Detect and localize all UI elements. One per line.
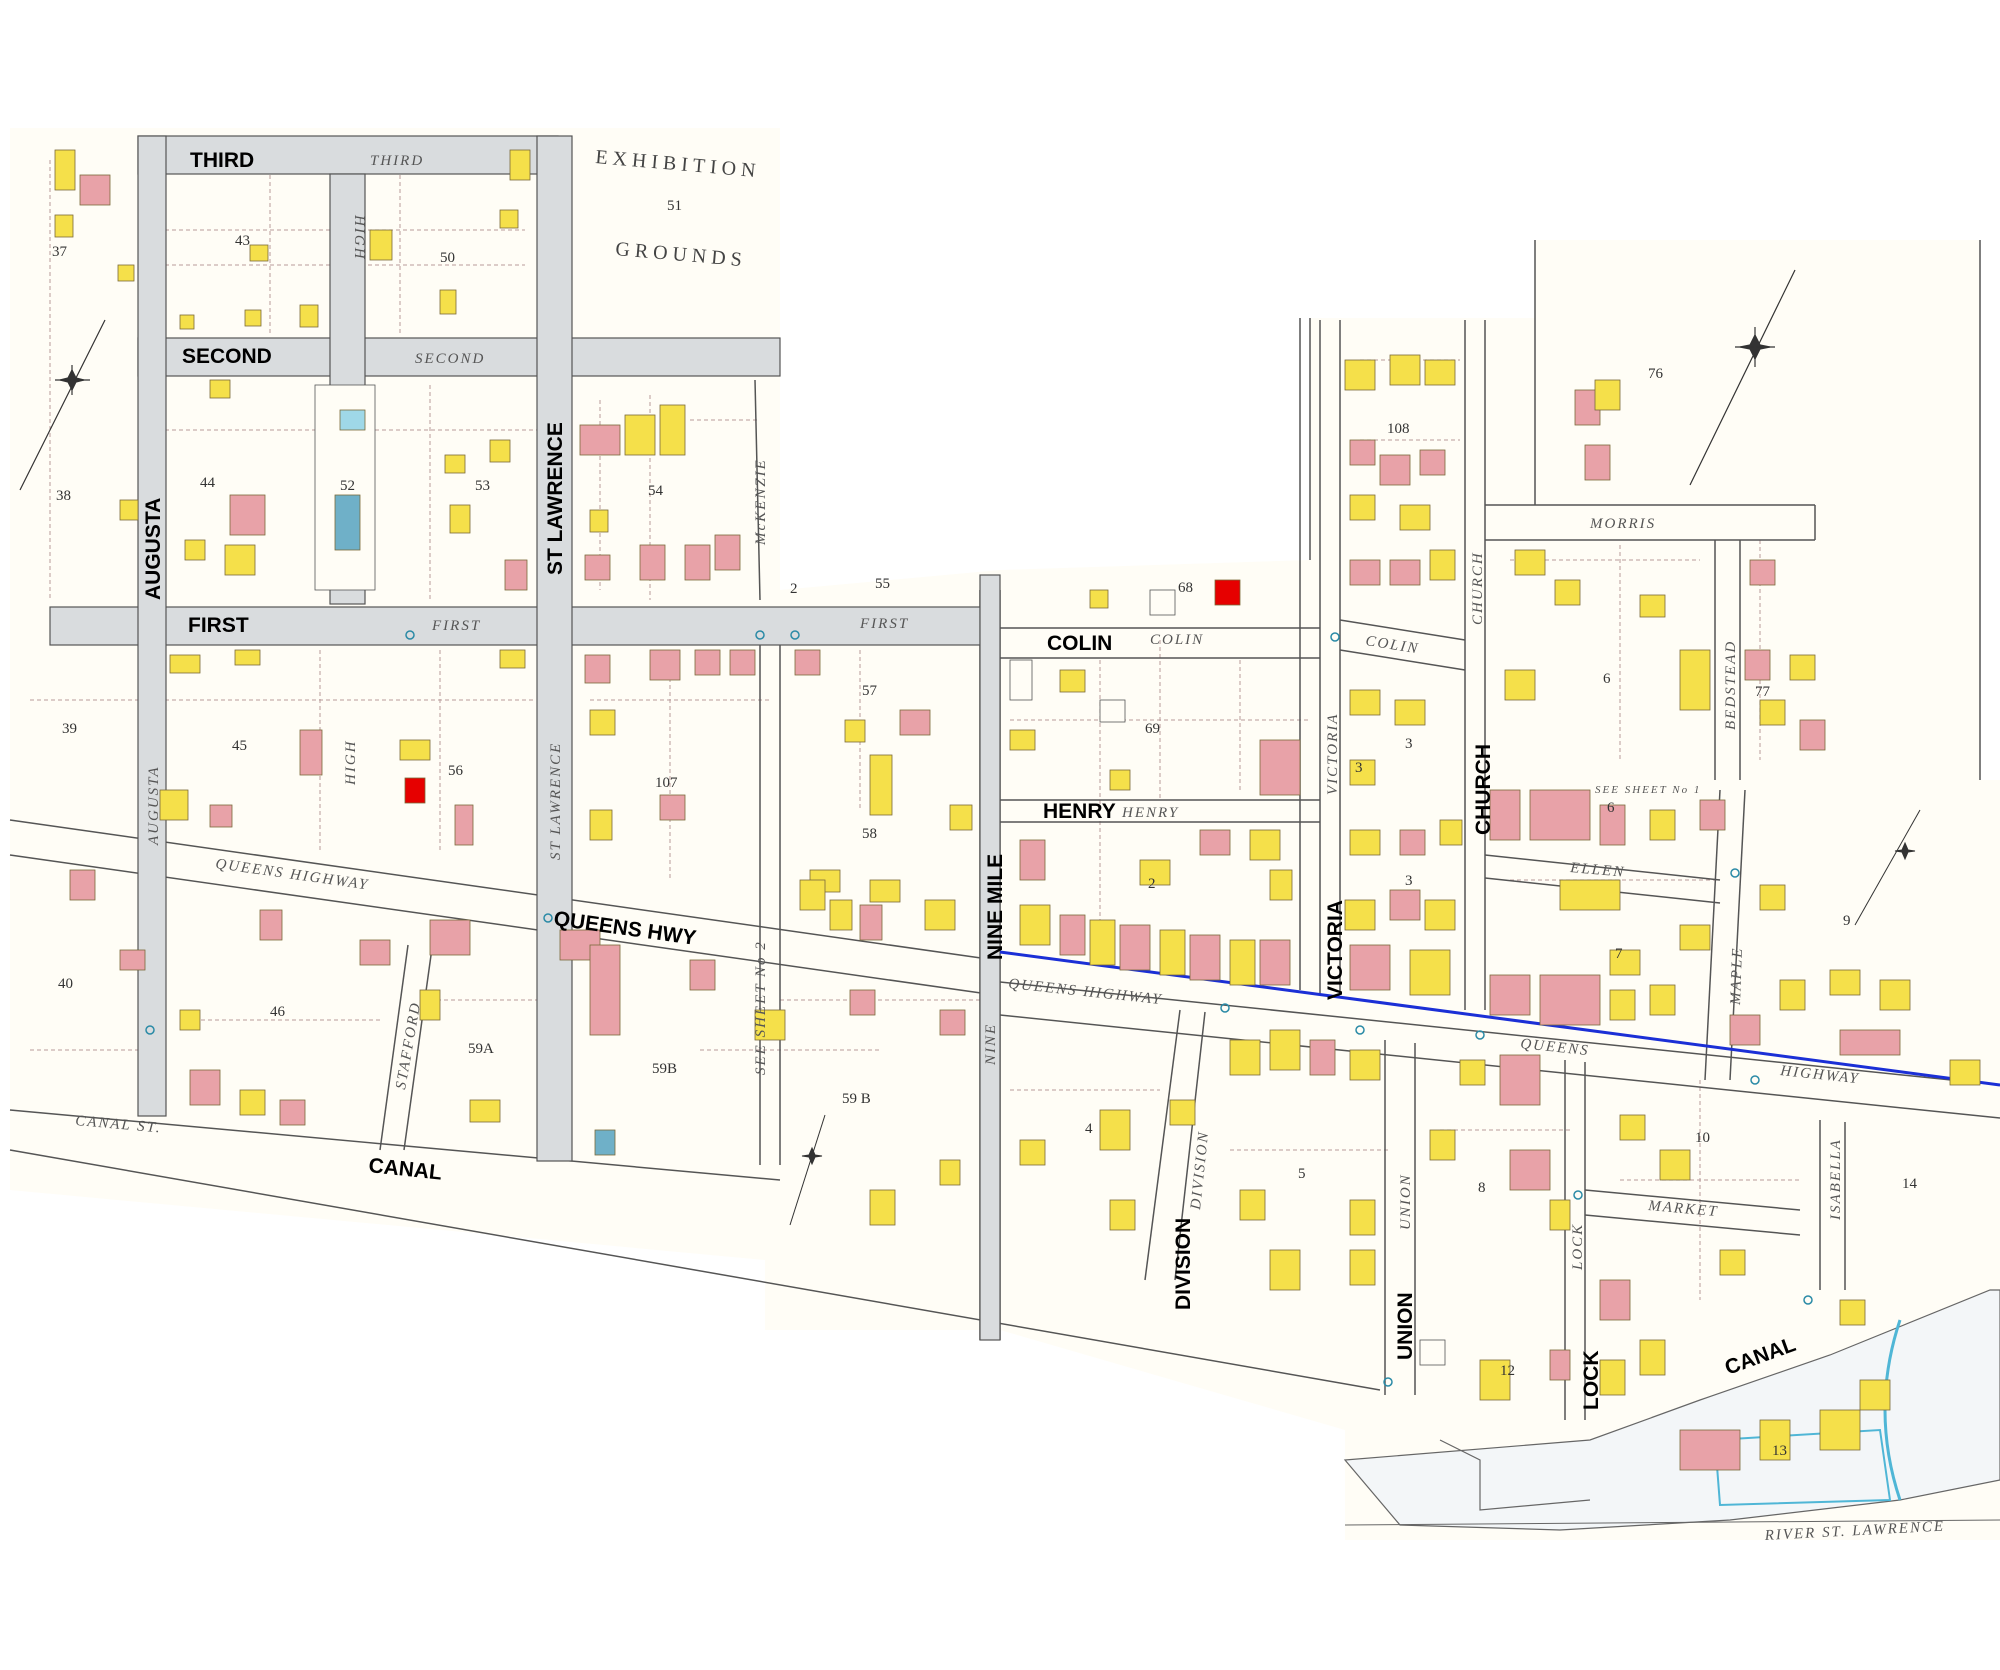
block-number-6b: 6 xyxy=(1607,800,1615,816)
block-number-57: 57 xyxy=(862,683,878,699)
block-number-44: 44 xyxy=(200,475,216,491)
street-label-colin: COLIN xyxy=(1047,632,1112,655)
block-number-68: 68 xyxy=(1178,580,1193,596)
block-number-10: 10 xyxy=(1695,1130,1710,1146)
block-number-46: 46 xyxy=(270,1004,286,1020)
old-label-market: MARKET xyxy=(1647,1198,1719,1220)
block-number-7: 7 xyxy=(1615,946,1623,962)
block-number-77: 77 xyxy=(1755,684,1771,700)
buildings xyxy=(54,149,1981,1471)
old-label-canal-st: CANAL ST. xyxy=(75,1113,163,1136)
street-label-third: THIRD xyxy=(190,149,254,172)
block-number-38: 38 xyxy=(56,488,71,504)
old-label-church: CHURCH xyxy=(1470,551,1486,625)
old-label-henry: HENRY xyxy=(1121,805,1179,821)
lot-lines xyxy=(30,160,1800,1300)
block-number-6a: 6 xyxy=(1603,671,1611,687)
hydrant-markers xyxy=(145,630,1813,1387)
street-label-st-lawrence: ST LAWRENCE xyxy=(544,422,567,575)
street-label-second: SECOND xyxy=(182,345,272,368)
north-arrow-icon xyxy=(1854,809,1921,926)
old-label-bedstead: BEDSTEAD xyxy=(1723,640,1739,730)
old-label-third: THIRD xyxy=(370,153,424,169)
block-number-58: 58 xyxy=(862,826,877,842)
street-label-nine-mile: NINE MILE xyxy=(984,854,1007,960)
street-label-lock: LOCK xyxy=(1580,1351,1603,1411)
old-label-queens-highway-e: QUEENS xyxy=(1520,1036,1591,1059)
block-number-52: 52 xyxy=(340,478,355,494)
block-number-2a: 2 xyxy=(790,581,798,597)
block-number-43: 43 xyxy=(235,233,250,249)
street-label-victoria: VICTORIA xyxy=(1324,900,1347,1000)
old-label-see-sheet-2: SEE SHEET No 2 xyxy=(753,940,769,1075)
compass-rose-icon xyxy=(19,319,106,491)
old-label-union: UNION xyxy=(1398,1173,1414,1230)
block-number-4: 4 xyxy=(1085,1121,1093,1137)
block-number-13: 13 xyxy=(1772,1443,1787,1459)
block-number-3c: 3 xyxy=(1405,873,1413,889)
old-label-victoria: VICTORIA xyxy=(1325,713,1341,795)
block-number-56: 56 xyxy=(448,763,464,779)
old-label-maple: MAPLE xyxy=(1728,946,1746,1006)
block-number-108: 108 xyxy=(1387,421,1410,437)
old-label-isabella: ISABELLA xyxy=(1828,1138,1844,1221)
north-arrow-icon xyxy=(789,1114,826,1226)
street-label-henry: HENRY xyxy=(1043,800,1116,823)
old-label-st-lawrence: ST LAWRENCE xyxy=(548,742,564,860)
old-label-morris: MORRIS xyxy=(1589,516,1656,532)
street-label-church: CHURCH xyxy=(1472,744,1495,835)
old-label-second: SECOND xyxy=(415,351,485,367)
old-label-first-e: FIRST xyxy=(859,616,909,632)
block-number-55: 55 xyxy=(875,576,890,592)
block-numbers: 37 38 39 40 43 44 45 46 50 51 52 53 54 5… xyxy=(52,198,1918,1459)
old-label-high-n: HIGH xyxy=(351,214,367,261)
block-number-9: 9 xyxy=(1843,913,1851,929)
old-label-mckenzie: McKENZIE xyxy=(753,458,769,546)
block-number-50: 50 xyxy=(440,250,455,266)
block-number-54: 54 xyxy=(648,483,664,499)
block-number-59a: 59A xyxy=(468,1041,494,1057)
block-number-69: 69 xyxy=(1145,721,1160,737)
old-label-lock: LOCK xyxy=(1570,1223,1586,1271)
block-number-2b: 2 xyxy=(1148,876,1156,892)
street-label-division: DIVISION xyxy=(1172,1218,1195,1310)
block-number-39: 39 xyxy=(62,721,77,737)
compass-rose-icon xyxy=(1689,269,1796,486)
block-number-14: 14 xyxy=(1902,1176,1918,1192)
block-number-76: 76 xyxy=(1648,366,1664,382)
old-label-nine: NINE xyxy=(983,1023,999,1066)
street-label-first: FIRST xyxy=(188,614,249,637)
block-number-37: 37 xyxy=(52,244,68,260)
historic-streets xyxy=(9,240,2000,1420)
block-number-107: 107 xyxy=(655,775,678,791)
street-label-augusta: AUGUSTA xyxy=(142,498,165,600)
block-number-51: 51 xyxy=(667,198,682,214)
block-number-59b-2: 59 B xyxy=(842,1091,871,1107)
block-number-3a: 3 xyxy=(1355,760,1363,776)
block-number-59b: 59B xyxy=(652,1061,677,1077)
old-label-first-w: FIRST xyxy=(431,618,481,634)
old-label-see-sheet-1: SEE SHEET No 1 xyxy=(1595,784,1701,796)
block-number-40: 40 xyxy=(58,976,73,992)
block-number-53: 53 xyxy=(475,478,490,494)
block-number-12: 12 xyxy=(1500,1363,1515,1379)
block-number-45: 45 xyxy=(232,738,247,754)
block-number-8: 8 xyxy=(1478,1180,1486,1196)
block-number-5: 5 xyxy=(1298,1166,1306,1182)
block-number-3b: 3 xyxy=(1405,736,1413,752)
old-label-high-s: HIGH xyxy=(343,740,359,787)
street-label-union: UNION xyxy=(1394,1292,1417,1360)
old-label-colin-c: COLIN xyxy=(1150,632,1204,648)
old-label-ellen: ELLEN xyxy=(1569,860,1626,881)
old-label-augusta: AUGUSTA xyxy=(146,765,162,846)
